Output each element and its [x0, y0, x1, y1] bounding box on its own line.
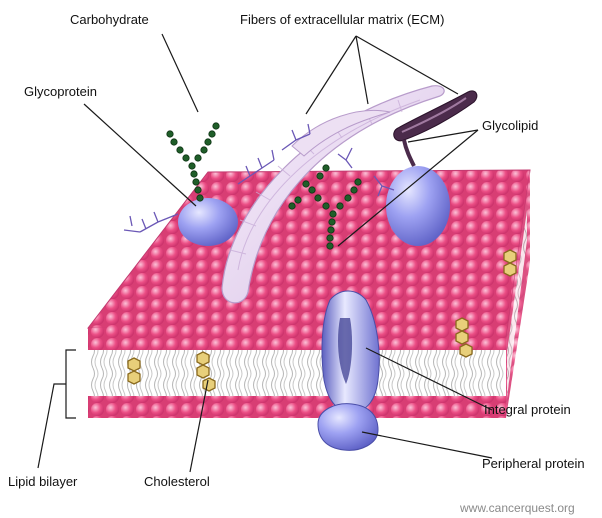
source-credit: www.cancerquest.org — [459, 501, 575, 515]
label-cholesterol: Cholesterol — [144, 474, 210, 489]
label-integral-protein: Integral protein — [484, 402, 571, 417]
peripheral-protein — [318, 404, 378, 451]
leader-peripheral-protein — [362, 432, 492, 458]
leader-ecm-1 — [306, 36, 356, 114]
label-peripheral-protein: Peripheral protein — [482, 456, 585, 471]
label-ecm: Fibers of extracellular matrix (ECM) — [240, 12, 444, 27]
leader-ecm-2 — [356, 36, 368, 104]
label-glycoprotein: Glycoprotein — [24, 84, 97, 99]
front-top-head-row — [88, 328, 506, 350]
label-carbohydrate: Carbohydrate — [70, 12, 149, 27]
lipid-bilayer-bracket — [38, 350, 76, 468]
glycolipid-protein-sphere — [386, 166, 450, 246]
label-glycolipid: Glycolipid — [482, 118, 538, 133]
glycolipid-stem — [404, 140, 414, 166]
membrane-top-surface — [88, 170, 530, 338]
lipid-tails-region — [90, 350, 504, 396]
leader-ecm-3 — [356, 36, 458, 94]
front-bottom-head-row — [88, 396, 506, 418]
leader-glycoprotein — [84, 104, 196, 206]
leader-carbohydrate — [162, 34, 198, 112]
glycoprotein-body — [178, 198, 238, 246]
label-lipid-bilayer: Lipid bilayer — [8, 474, 78, 489]
